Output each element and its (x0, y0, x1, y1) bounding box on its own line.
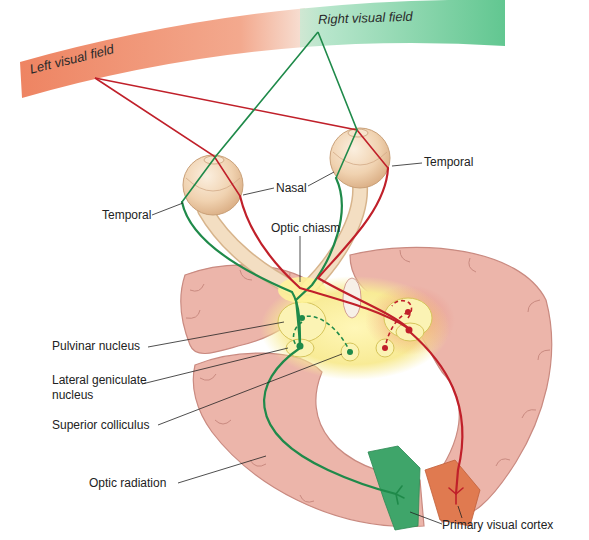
neural-pathway (182, 168, 463, 504)
part-label: Pulvinar nucleus (52, 339, 140, 354)
part-label: Primary visual cortex (442, 518, 553, 533)
part-label: Lateral geniculate nucleus (52, 373, 162, 403)
brain-section (181, 247, 552, 526)
leader-line (142, 163, 462, 524)
band-fill (300, 0, 505, 60)
nucleus-terminal (297, 309, 413, 355)
band-fill (20, 0, 305, 98)
part-label: Nasal (276, 181, 307, 196)
visual-cortex-right (425, 460, 480, 526)
part-label: Superior colliculus (52, 418, 149, 433)
part-label: Optic chiasm (271, 221, 340, 236)
part-label: Optic radiation (89, 476, 166, 491)
thalamic-nuclei (278, 298, 432, 361)
visual-field-band: Left visual field (15, 0, 305, 100)
band-shape (15, 0, 305, 100)
gyri-lines (186, 250, 550, 505)
part-label: Temporal (102, 208, 151, 223)
visual-field-band: Right visual field (300, 0, 515, 60)
eyeball (183, 128, 390, 215)
collicular-pathway (294, 301, 412, 352)
part-label: Temporal (424, 155, 473, 170)
